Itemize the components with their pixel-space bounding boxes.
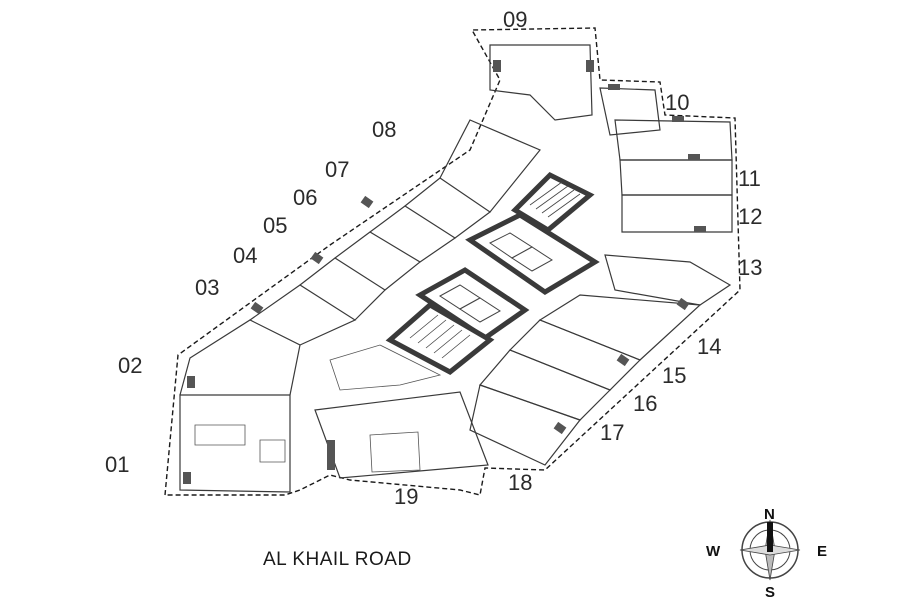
road-label: AL KHAIL ROAD	[263, 549, 412, 570]
compass-south-label: S	[765, 584, 775, 601]
unit-label-14: 14	[697, 334, 721, 359]
unit-label-03: 03	[195, 275, 219, 300]
unit-label-02: 02	[118, 353, 142, 378]
unit-label-15: 15	[662, 363, 686, 388]
core-lifts-upper	[465, 212, 600, 295]
unit-label-17: 17	[600, 420, 624, 445]
unit-label-18: 18	[508, 470, 532, 495]
unit-label-19: 19	[394, 484, 418, 509]
compass-west-label: W	[706, 543, 721, 560]
unit-label-10: 10	[665, 90, 689, 115]
unit-label-07: 07	[325, 157, 349, 182]
unit-label-06: 06	[293, 185, 317, 210]
unit-label-11: 11	[738, 166, 761, 191]
unit-label-13: 13	[738, 255, 762, 280]
unit-label-04: 04	[233, 243, 257, 268]
compass-north-label: N	[764, 506, 775, 523]
interior-walls	[179, 44, 733, 493]
unit-label-09: 09	[503, 7, 527, 32]
unit-label-01: 01	[105, 452, 129, 477]
unit-label-16: 16	[633, 391, 657, 416]
columns	[183, 60, 706, 484]
compass-rose-icon	[739, 519, 801, 581]
unit-label-12: 12	[738, 204, 762, 229]
compass-east-label: E	[817, 543, 827, 560]
building-outline	[164, 27, 741, 496]
core-stair-north	[510, 171, 595, 234]
unit-label-05: 05	[263, 213, 287, 238]
core-stair-south	[385, 301, 495, 375]
unit-label-08: 08	[372, 117, 396, 142]
